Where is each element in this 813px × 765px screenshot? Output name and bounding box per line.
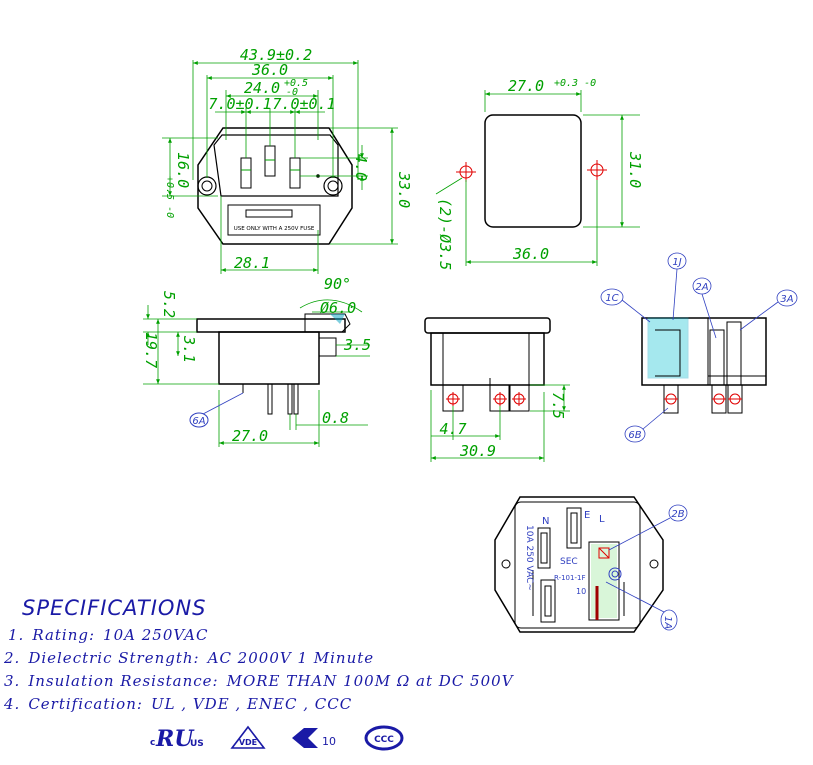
- dim-pin-pitch-right: 7.0±0.1: [272, 95, 335, 113]
- callout-3a: 3A: [780, 294, 793, 305]
- pin-center: [264, 145, 276, 177]
- dim-mount-span: 36.0: [251, 61, 288, 79]
- dim-angle: 90°: [324, 275, 351, 293]
- dim-side-height: 19.7: [142, 332, 160, 368]
- dim-inlet-tol-lower: -0: [286, 87, 298, 98]
- spec-dielectric: 2.Dielectric Strength:AC 2000V 1 Minute: [4, 649, 375, 667]
- ul-icon: c RU US: [150, 726, 204, 751]
- svg-text:c: c: [150, 738, 155, 748]
- pin-right: [289, 157, 301, 189]
- label-rating: 10A 250 VAC~: [524, 525, 534, 591]
- panel-cutout-view: 27.0 +0.3 -0 31.0 36.0 (2)-Ø3.5: [435, 77, 644, 270]
- side-body: [218, 331, 320, 385]
- rear-view: 7.5 4.7 30.9: [424, 317, 570, 462]
- dim-terminal-offset: 4.7: [439, 420, 466, 438]
- spec-insulation: 3.Insulation Resistance:MORE THAN 100M Ω…: [4, 672, 514, 690]
- dim-flange: 5.2: [160, 291, 178, 318]
- front-view: USE ONLY WITH A 250V FUSE: [162, 46, 413, 274]
- side-flange: [196, 318, 346, 333]
- dim-overall-width: 43.9±0.2: [240, 46, 312, 64]
- label-model: R-101-1F: [554, 574, 585, 582]
- dim-terminal-height: 7.5: [549, 392, 567, 419]
- dim-cutout-tol: +0.3 -0: [554, 78, 596, 89]
- callout-1c: 1C: [605, 293, 618, 304]
- svg-text:US: US: [190, 739, 204, 749]
- dim-pin-offset: 4.0: [352, 154, 370, 181]
- callout-6b: 6B: [628, 430, 641, 441]
- rear-body: [430, 332, 545, 386]
- label-enec-num: 10: [576, 587, 586, 596]
- specifications-title: SPECIFICATIONS: [22, 596, 207, 620]
- front-mount-hole-left: [197, 176, 217, 196]
- dim-lower-width: 28.1: [234, 254, 270, 272]
- dim-flange2: 3.1: [180, 335, 198, 363]
- dim-depth: 27.0: [232, 427, 268, 445]
- dim-cutout-height: 31.0: [626, 151, 644, 188]
- callout-1a: 1A: [662, 616, 673, 629]
- dim-body-height: 33.0: [395, 171, 413, 208]
- fuse-warning-text: USE ONLY WITH A 250V FUSE: [234, 226, 315, 232]
- cutout-rect: [484, 114, 582, 228]
- dim-hole-dia: Ø6.0: [320, 299, 356, 317]
- front-mount-hole-right: [323, 176, 343, 196]
- svg-text:RU: RU: [155, 726, 195, 751]
- dim-inlet-width: 24.0: [244, 79, 280, 97]
- callout-2b: 2B: [671, 509, 684, 520]
- dim-inlet-height: 16.0: [174, 152, 192, 188]
- dim-hole-spacing: 36.0: [512, 245, 549, 263]
- vde-icon: VDE: [230, 725, 266, 749]
- label-earth: E: [584, 510, 590, 521]
- section-view: 1C 1J 2A 3A 6B: [600, 252, 798, 443]
- dim-rear-width: 30.9: [459, 442, 496, 460]
- label-live: L: [599, 514, 605, 525]
- ccc-icon: CCC: [364, 725, 404, 751]
- callout-6a: 6A: [192, 416, 205, 427]
- spec-rating: 1.Rating:10A 250VAC: [8, 626, 209, 644]
- fuse-drawer: [227, 204, 321, 236]
- front-flange-outline: [197, 127, 353, 245]
- svg-text:CCC: CCC: [374, 735, 394, 745]
- label-neutral: N: [542, 516, 549, 527]
- spec-certification: 4.Certification:UL , VDE , ENEC , CCC: [4, 695, 353, 713]
- dim-cutout-width: 27.0: [508, 77, 544, 95]
- pin-left: [240, 157, 252, 189]
- callout-1j: 1J: [672, 257, 681, 268]
- svg-text:VDE: VDE: [239, 738, 257, 747]
- callout-2a: 2A: [695, 282, 708, 293]
- terminal-view: N E L 10A 250 VAC~ SEC R-101-1F 10 2B 1A: [494, 496, 688, 633]
- dim-inlet-height-tol: +0.5 -0: [164, 176, 175, 218]
- dim-pin-thickness: 0.8: [322, 409, 349, 427]
- enec-icon: 10: [292, 728, 336, 748]
- rear-flange: [424, 317, 551, 334]
- label-brand: SEC: [560, 557, 578, 567]
- front-inlet-outline: [213, 134, 339, 197]
- specifications-section: SPECIFICATIONS 1.Rating:10A 250VAC 2.Die…: [4, 596, 604, 716]
- side-view: 5.2 3.1 19.7 90° Ø6.0 3.5 27.0 0.8 6A: [142, 275, 371, 447]
- dim-step: 3.5: [343, 336, 371, 354]
- dim-inlet-tol-upper: +0.5: [284, 78, 308, 89]
- dim-hole-label: (2)-Ø3.5: [436, 198, 454, 270]
- dim-pin-pitch-left: 7.0±0.1: [208, 95, 271, 113]
- svg-text:10: 10: [322, 735, 336, 748]
- certification-marks: c RU US VDE 10 CCC: [150, 722, 404, 754]
